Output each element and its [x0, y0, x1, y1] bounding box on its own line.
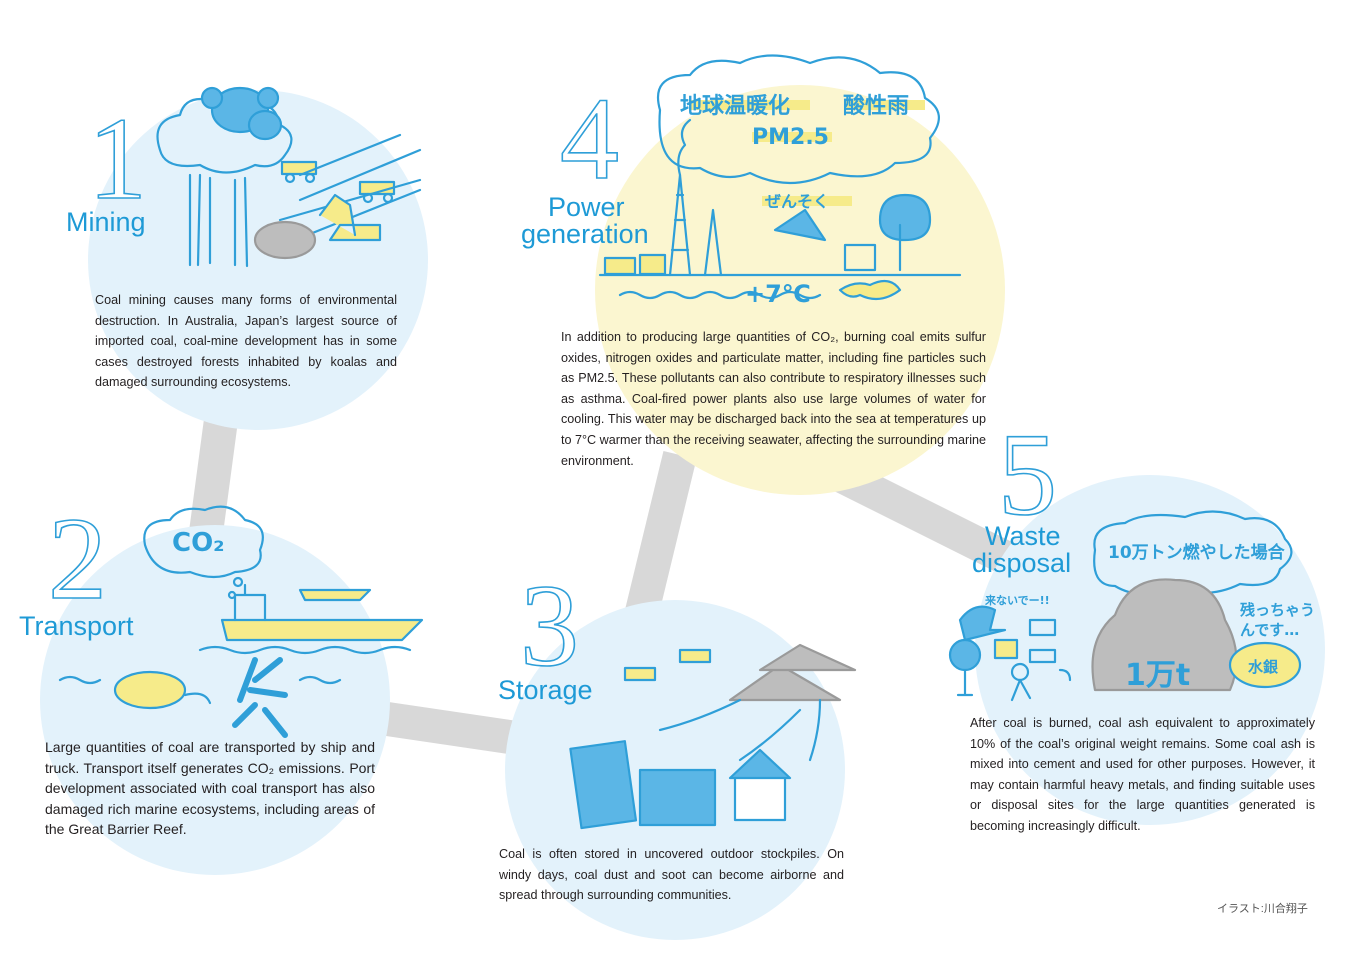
waste-bubble-text: 10万トン燃やした場合: [1108, 543, 1285, 563]
stockpile-illustration: [623, 643, 857, 762]
fleeing-figures-illustration: [948, 605, 1072, 702]
turtle-coral-illustration: [58, 657, 342, 738]
step-3-title: Storage: [498, 675, 593, 705]
step-2-number: 2: [47, 493, 108, 624]
step-5-number: 5: [997, 409, 1058, 540]
co2-bubble-text: CO₂: [172, 528, 225, 558]
step-5-text: After coal is burned, coal ash equivalen…: [970, 716, 1315, 833]
circle-power: [595, 85, 1005, 495]
buildings-illustration: [569, 740, 792, 830]
global-warming-text: 地球温暖化: [680, 94, 791, 119]
ash-amount-text: 1万t: [1125, 658, 1191, 693]
step-4-number: 4: [559, 73, 620, 204]
step-3-number: 3: [519, 560, 580, 691]
asthma-text: ぜんそく: [765, 192, 830, 211]
circle-mining: [88, 90, 428, 430]
step-4-title-line1: Power: [548, 192, 625, 222]
step-2-text: Large quantities of coal are transported…: [45, 739, 375, 837]
pm25-text: PM2.5: [752, 125, 829, 150]
circle-transport: [40, 525, 390, 875]
step-4-title-line2: generation: [521, 219, 649, 249]
mercury-text: 水銀: [1248, 658, 1279, 676]
step-2-title: Transport: [19, 611, 134, 641]
power-plant-illustration: [598, 118, 962, 301]
koala-tree-illustration: [156, 86, 293, 268]
ash-pile-illustration: [1091, 578, 1302, 692]
step-3-text: Coal is often stored in uncovered outdoo…: [499, 847, 844, 903]
pollution-cloud-illustration: [656, 54, 940, 206]
step-1-number: 1: [87, 93, 148, 224]
temperature-text: +7℃: [745, 280, 811, 308]
remains-text: 残っちゃうんです…: [1240, 601, 1316, 639]
illustration-credit: イラスト:川合翔子: [1217, 903, 1308, 915]
acid-rain-text: 酸性雨: [843, 94, 910, 119]
step-1-title: Mining: [66, 207, 146, 237]
trucks-mining-illustration: [253, 133, 422, 260]
ship-illustration: [198, 583, 424, 655]
connector-3-4: [623, 450, 697, 625]
step-5-title-line2: disposal: [972, 548, 1072, 578]
step-5-title-line1: Waste: [985, 521, 1061, 551]
step-4-text: In addition to producing large quantitie…: [561, 330, 986, 468]
step-1-text: Coal mining causes many forms of environ…: [95, 293, 397, 390]
co2-cloud-illustration: [143, 505, 264, 600]
dont-come-text: 来ないでー!!: [985, 594, 1050, 607]
